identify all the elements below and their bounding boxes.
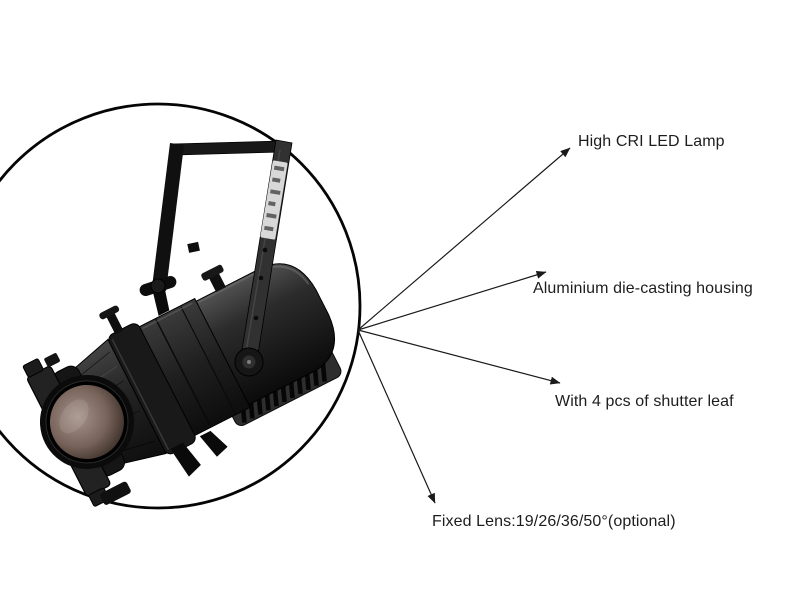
annotation-label-shutter-leaf: With 4 pcs of shutter leaf (555, 393, 734, 410)
yoke-pivot-knob (234, 347, 264, 377)
spotlight-image (22, 139, 342, 507)
spotlight-yoke (139, 139, 293, 377)
annotation-arrow-shutter (357, 329, 561, 385)
yoke-clip (187, 241, 200, 253)
annotation-arrows (357, 147, 571, 504)
yoke-left-arm (152, 143, 184, 291)
annotation-arrow-lamp (357, 147, 571, 331)
annotation-label-fixed-lens: Fixed Lens:19/26/36/50°(optional) (432, 513, 676, 530)
yoke-label-sticker (260, 160, 288, 240)
lens (39, 374, 134, 469)
yoke-holes (253, 247, 268, 321)
yoke-left-handle-knob (150, 278, 166, 294)
annotation-label-high-cri-lamp: High CRI LED Lamp (578, 133, 725, 150)
annotation-arrow-lens (357, 329, 436, 504)
rear-latch (201, 264, 226, 293)
yoke-top-bar (172, 140, 283, 156)
circle-frame (0, 102, 362, 510)
annotation-label-housing: Aluminium die-casting housing (533, 280, 753, 297)
annotation-arrow-housing (357, 270, 547, 331)
spotlight-body (22, 263, 342, 507)
shutter-handles (152, 288, 228, 477)
